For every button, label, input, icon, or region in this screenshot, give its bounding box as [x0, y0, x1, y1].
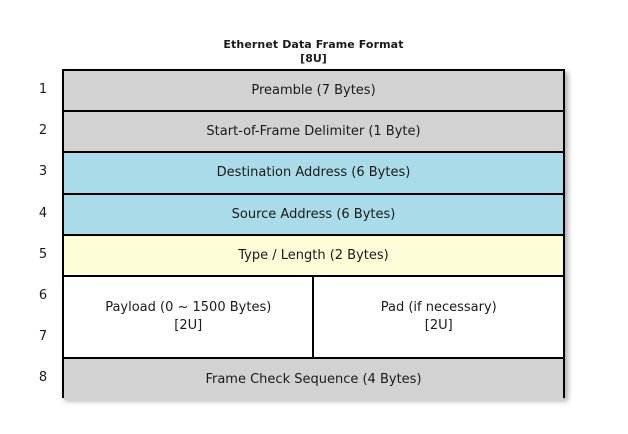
row-number-6: 6: [38, 288, 48, 303]
row-number-4: 4: [38, 205, 48, 221]
row-number-gutter: 1 2 3 4 5 6 7 8: [30, 69, 56, 398]
frame-field-label: Frame Check Sequence (4 Bytes): [205, 372, 422, 388]
frame-field-pad: Pad (if necessary) [2U]: [314, 277, 563, 357]
frame-field-label: Destination Address (6 Bytes): [216, 165, 411, 181]
page-title: Ethernet Data Frame Format: [223, 38, 404, 51]
frame-field-payload-pad-row: Payload (0 ~ 1500 Bytes) [2U] Pad (if ne…: [64, 277, 563, 360]
frame-field-frame-check-sequence: Frame Check Sequence (4 Bytes): [64, 359, 563, 400]
frame-field-label: Start-of-Frame Delimiter (1 Byte): [206, 124, 421, 140]
row-number-7: 7: [38, 329, 48, 345]
row-number-3: 3: [38, 164, 48, 180]
frame-field-label: Payload (0 ~ 1500 Bytes) [2U]: [105, 300, 272, 334]
ethernet-frame-table: Preamble (7 Bytes) Start-of-Frame Delimi…: [62, 69, 565, 400]
row-number-1: 1: [38, 82, 48, 97]
frame-field-label: Source Address (6 Bytes): [231, 206, 396, 222]
diagram-title-block: Ethernet Data Frame Format [8U]: [62, 38, 565, 66]
frame-field-source-address: Source Address (6 Bytes): [64, 194, 563, 236]
frame-field-destination-address: Destination Address (6 Bytes): [64, 153, 563, 195]
frame-field-type-length: Type / Length (2 Bytes): [64, 235, 563, 277]
row-number-8: 8: [38, 370, 48, 386]
frame-field-label: Preamble (7 Bytes): [251, 83, 376, 99]
frame-field-label: Type / Length (2 Bytes): [238, 247, 389, 263]
page-subtitle: [8U]: [300, 52, 327, 65]
row-number-5: 5: [38, 246, 48, 262]
frame-field-payload: Payload (0 ~ 1500 Bytes) [2U]: [64, 277, 315, 358]
row-number-2: 2: [38, 123, 48, 139]
frame-field-preamble: Preamble (7 Bytes): [64, 71, 563, 113]
frame-field-label: Pad (if necessary) [2U]: [380, 300, 497, 334]
frame-field-start-of-frame-delimiter: Start-of-Frame Delimiter (1 Byte): [64, 112, 563, 154]
